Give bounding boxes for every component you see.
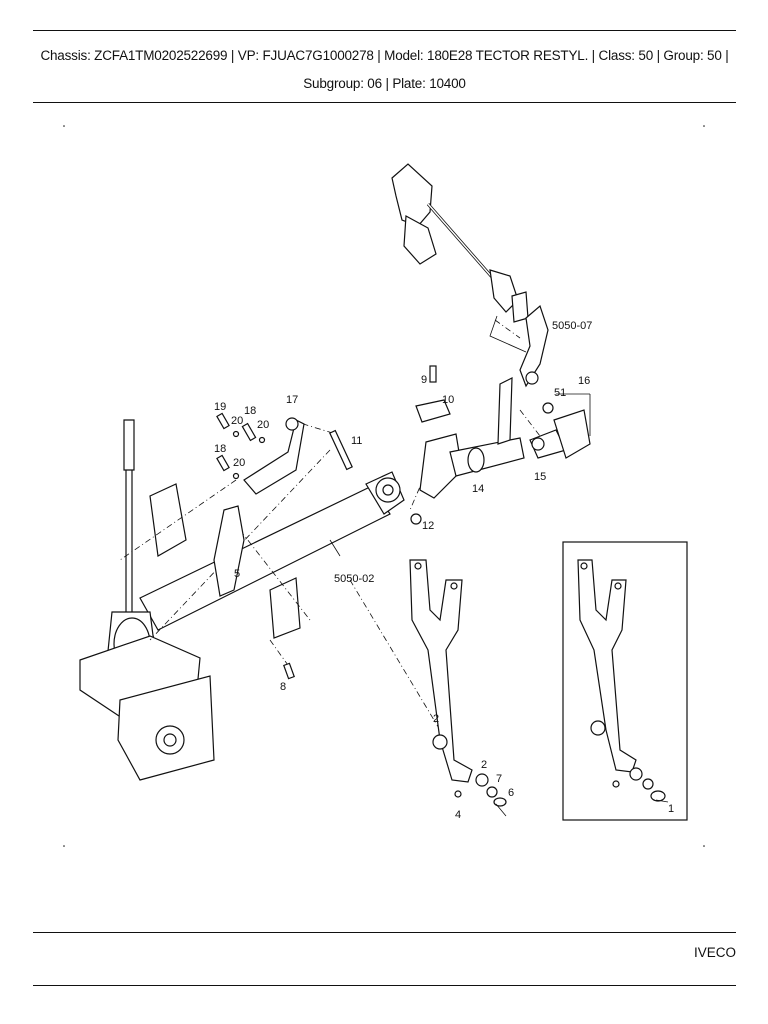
svg-text:19: 19 — [214, 401, 226, 413]
fork-arm-main — [409, 559, 507, 807]
svg-text:51: 51 — [554, 387, 566, 399]
callout-leaders — [489, 315, 669, 817]
svg-text:14: 14 — [472, 483, 484, 495]
svg-text:10: 10 — [442, 394, 454, 406]
svg-text:5050-07: 5050-07 — [552, 320, 592, 332]
fork-arm-inset — [577, 559, 666, 802]
bracket-17 — [243, 417, 305, 495]
svg-text:11: 11 — [351, 435, 362, 447]
small-hardware — [216, 365, 554, 680]
svg-text:20: 20 — [233, 457, 245, 469]
svg-text:2: 2 — [433, 713, 439, 725]
svg-text:16: 16 — [578, 375, 590, 387]
header-top-rule — [33, 30, 736, 31]
svg-text:8: 8 — [280, 681, 286, 693]
svg-text:18: 18 — [244, 405, 256, 417]
footer-top-rule — [33, 932, 736, 933]
footer-bottom-rule — [33, 985, 736, 986]
header-bottom-rule — [33, 102, 736, 103]
lever-5 — [213, 505, 245, 597]
svg-text:9: 9 — [421, 374, 427, 386]
svg-text:6: 6 — [508, 787, 514, 799]
callout-labels: 1 2 2 4 5 6 7 8 9 10 11 12 14 15 16 17 1… — [214, 320, 674, 821]
svg-text:12: 12 — [422, 520, 434, 532]
svg-text:5050-02: 5050-02 — [334, 573, 374, 585]
svg-text:17: 17 — [286, 394, 298, 406]
inset-frame — [562, 541, 688, 821]
brand-name: IVECO — [693, 945, 736, 960]
linkage-arm-14 — [419, 377, 591, 499]
svg-text:15: 15 — [534, 471, 546, 483]
svg-text:20: 20 — [257, 419, 269, 431]
gearbox-housing — [79, 419, 215, 781]
svg-text:1: 1 — [668, 803, 674, 815]
svg-text:7: 7 — [496, 773, 502, 785]
parts-diagram: 1 2 2 4 5 6 7 8 9 10 11 12 14 15 16 17 1… — [63, 125, 705, 847]
corner-marks — [63, 125, 705, 847]
shift-tube — [139, 471, 405, 639]
plate-header: Chassis: ZCFA1TM0202522699 | VP: FJUAC7G… — [40, 48, 729, 91]
svg-text:18: 18 — [214, 443, 226, 455]
svg-text:4: 4 — [455, 809, 461, 821]
svg-text:2: 2 — [481, 759, 487, 771]
upper-linkage-rod — [391, 163, 549, 388]
svg-text:20: 20 — [231, 415, 243, 427]
svg-text:5: 5 — [234, 568, 240, 580]
